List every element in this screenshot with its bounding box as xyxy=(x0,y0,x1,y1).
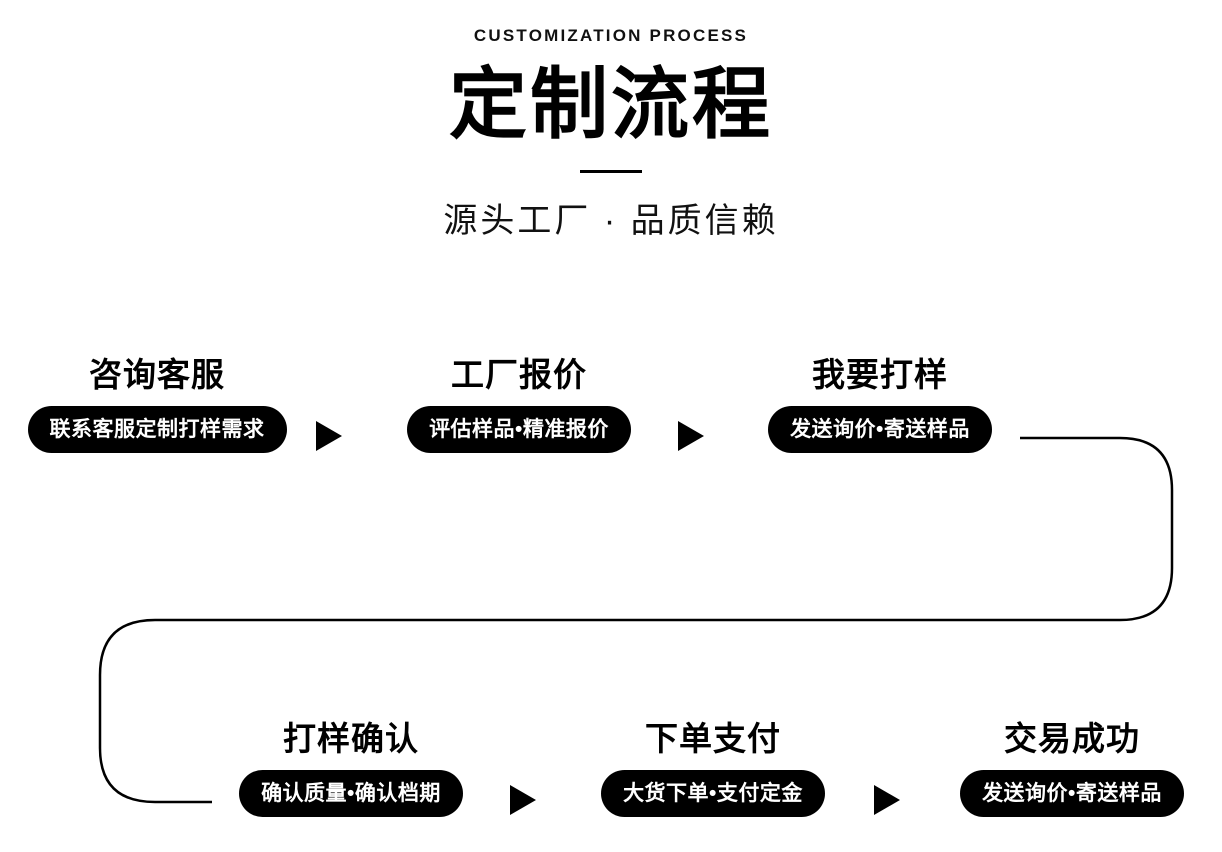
page-title: 定制流程 xyxy=(448,60,773,148)
flow-step-4[interactable]: 打样确认 确认质量•确认档期 xyxy=(208,712,494,818)
flow-step-1-title: 咨询客服 xyxy=(89,356,225,393)
flow-step-1[interactable]: 咨询客服 联系客服定制打样需求 xyxy=(14,348,300,454)
flow-step-2-title: 工厂报价 xyxy=(451,356,587,393)
flow-step-3-title: 我要打样 xyxy=(812,356,948,393)
flow-step-5[interactable]: 下单支付 大货下单•支付定金 xyxy=(572,712,854,818)
process-flow-diagram: 咨询客服 联系客服定制打样需求 工厂报价 评估样品•精准报价 我要打样 发送询价… xyxy=(0,330,1222,852)
flow-step-2-pill[interactable]: 评估样品•精准报价 xyxy=(407,406,631,454)
flow-step-5-title: 下单支付 xyxy=(645,720,781,757)
flow-step-6-pill[interactable]: 发送询价•寄送样品 xyxy=(960,770,1184,818)
arrow-right-icon-2 xyxy=(678,421,704,451)
header-subtitle: 源头工厂 · 品质信赖 xyxy=(443,201,779,240)
flow-step-4-pill[interactable]: 确认质量•确认档期 xyxy=(239,770,463,818)
arrow-right-icon-3 xyxy=(510,785,536,815)
header-eyebrow: CUSTOMIZATION PROCESS xyxy=(473,26,749,45)
flow-step-3-pill[interactable]: 发送询价•寄送样品 xyxy=(768,406,992,454)
flow-step-3[interactable]: 我要打样 发送询价•寄送样品 xyxy=(740,348,1020,454)
flow-step-6[interactable]: 交易成功 发送询价•寄送样品 xyxy=(932,712,1212,818)
arrow-right-icon-4 xyxy=(874,785,900,815)
flow-step-4-title: 打样确认 xyxy=(283,720,419,757)
arrow-right-icon-1 xyxy=(316,421,342,451)
flow-step-2[interactable]: 工厂报价 评估样品•精准报价 xyxy=(378,348,660,454)
page-header: CUSTOMIZATION PROCESS 定制流程 源头工厂 · 品质信赖 xyxy=(0,0,1222,242)
flow-step-6-title: 交易成功 xyxy=(1004,720,1140,757)
flow-step-1-pill[interactable]: 联系客服定制打样需求 xyxy=(27,406,287,454)
flow-step-5-pill[interactable]: 大货下单•支付定金 xyxy=(601,770,825,818)
title-divider xyxy=(580,169,642,173)
